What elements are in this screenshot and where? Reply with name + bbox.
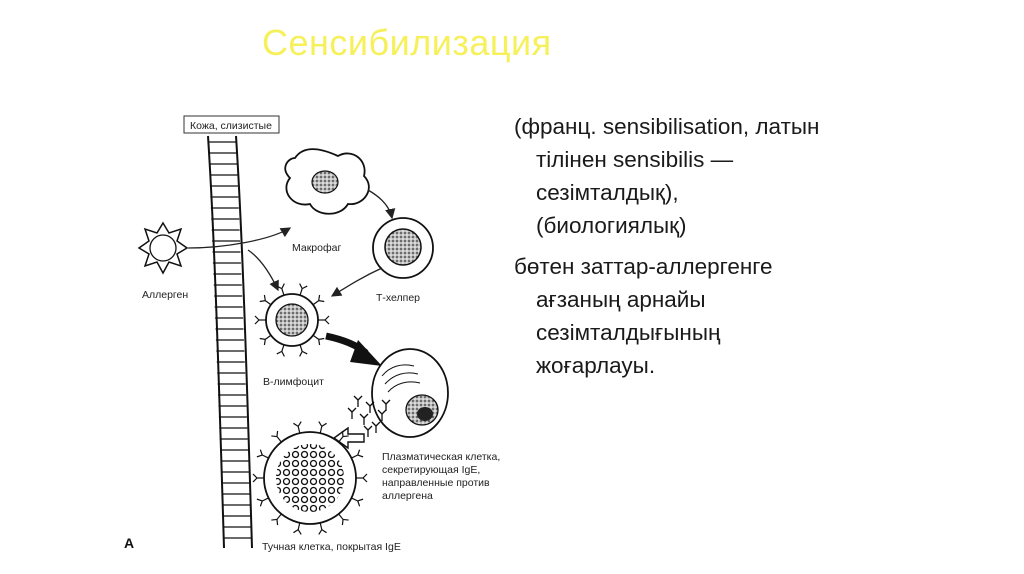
b-lymphocyte-label: В-лимфоцит — [263, 376, 324, 388]
t-helper-cell — [372, 217, 434, 279]
macrophage-to-t-arrow — [367, 189, 396, 220]
plasma-cell — [371, 348, 449, 438]
definition-line-3: сезімталдық), — [536, 180, 679, 205]
sensitization-diagram: Кожа, слизистые Аллерген Макрофаг Т-хелп… — [124, 115, 500, 553]
definition-line-1: (франц. sensibilisation, латын — [514, 114, 820, 139]
ige-antibodies — [347, 395, 391, 437]
plasma-label-line-4: аллергена — [382, 490, 433, 502]
allergen-label: Аллерген — [142, 289, 188, 301]
definition-line-4: (биологиялық) — [536, 213, 687, 238]
t-helper-label: Т-хелпер — [376, 292, 420, 304]
plasma-label-line-1: Плазматическая клетка, — [382, 451, 500, 463]
allergen-particle — [137, 221, 189, 275]
skin-label-box — [183, 115, 280, 134]
definition-text: (франц. sensibilisation, латын тілінен s… — [514, 110, 819, 242]
panel-letter: A — [124, 535, 134, 551]
meaning-line-1: бөтен заттар-аллергенге — [514, 254, 773, 279]
allergen-arrow — [187, 227, 292, 249]
definition-line-2: тілінен sensibilis — — [536, 147, 734, 172]
meaning-line-3: сезімталдығының — [536, 320, 721, 345]
skin-layer — [207, 135, 253, 549]
skin-label: Кожа, слизистые — [190, 120, 272, 132]
mast-cell-label: Тучная клетка, покрытая IgE — [262, 541, 401, 553]
meaning-line-2: ағзаның арнайы — [536, 287, 706, 312]
t-to-b-arrow — [330, 267, 383, 297]
plasma-label-line-3: направленные против — [382, 477, 490, 489]
macrophage-label: Макрофаг — [292, 242, 341, 254]
mast-cell — [252, 421, 368, 535]
macrophage-cell — [284, 148, 370, 215]
b-lymphocyte-cell — [254, 283, 330, 357]
slide-title: Сенсибилизация — [262, 22, 552, 63]
meaning-line-4: жоғарлауы. — [536, 353, 656, 378]
meaning-text: бөтен заттар-аллергенге ағзаның арнайы с… — [514, 250, 773, 382]
allergen-to-b-arrow — [247, 249, 279, 292]
plasma-label-line-2: секретирующая IgE, — [382, 464, 480, 476]
